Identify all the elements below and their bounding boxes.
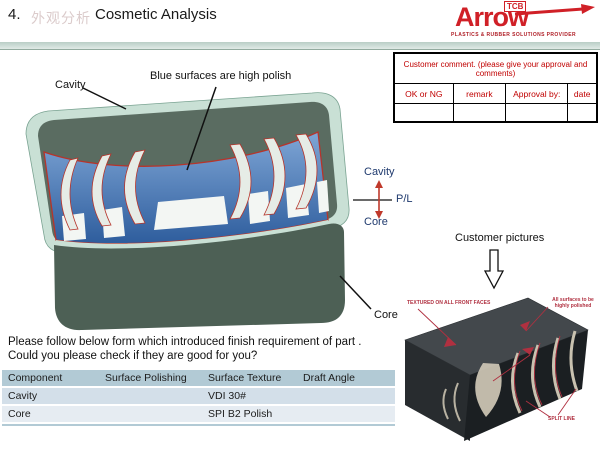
finish-table-row-core: Core SPI B2 Polish xyxy=(2,406,395,422)
title-separator-band xyxy=(0,42,600,50)
label-blue-surfaces: Blue surfaces are high polish xyxy=(150,70,292,82)
label-core-right: Core xyxy=(364,216,388,228)
finish-col-surface-polishing: Surface Polishing xyxy=(99,370,202,386)
comment-table-header: Customer comment. (please give your appr… xyxy=(393,52,598,84)
logo-tagline: PLASTICS & RUBBER SOLUTIONS PROVIDER xyxy=(451,32,576,38)
comment-cell-empty xyxy=(505,103,569,123)
note-line-2: Could you please check if they are good … xyxy=(8,350,258,362)
customer-comment-table: Customer comment. (please give your appr… xyxy=(393,52,598,123)
title-number: 4. xyxy=(8,6,21,23)
cavity-core-arrow-icon xyxy=(375,180,383,219)
cell-surface-polishing xyxy=(99,388,202,404)
comment-cell-empty xyxy=(567,103,598,123)
comment-col-date: date xyxy=(567,83,598,104)
label-core-bottom: Core xyxy=(374,309,398,321)
title-chinese-faint: 外观分析 xyxy=(31,10,91,26)
finish-col-surface-texture: Surface Texture xyxy=(202,370,297,386)
customer-picture-graphic xyxy=(404,297,589,441)
finish-table-bottom-strip xyxy=(2,424,395,426)
logo-tcb-badge: TCB xyxy=(504,1,527,12)
cell-component: Core xyxy=(2,406,99,422)
cell-surface-texture: SPI B2 Polish xyxy=(202,406,297,422)
finish-requirement-table: Component Surface Polishing Surface Text… xyxy=(2,370,395,426)
annotation-polished: All surfaces to be highly polished xyxy=(552,297,594,309)
finish-col-draft-angle: Draft Angle xyxy=(297,370,395,386)
cell-draft-angle xyxy=(297,388,395,404)
comment-cell-empty xyxy=(452,103,507,123)
annotation-split-line: SPLIT LINE xyxy=(548,416,575,422)
down-arrow-icon xyxy=(483,249,505,290)
page-title: Cosmetic Analysis xyxy=(95,6,217,23)
cell-surface-polishing xyxy=(99,406,202,422)
label-customer-pictures: Customer pictures xyxy=(455,232,545,244)
cad-model-graphic xyxy=(25,92,350,331)
finish-table-row-cavity: Cavity VDI 30# xyxy=(2,388,395,404)
logo-arrow-shaft-icon xyxy=(514,4,595,16)
annotation-textured: TEXTURED ON ALL FRONT FACES xyxy=(407,300,491,306)
finish-table-header-row: Component Surface Polishing Surface Text… xyxy=(2,370,395,386)
cell-surface-texture: VDI 30# xyxy=(202,388,297,404)
cell-draft-angle xyxy=(297,406,395,422)
logo-arrow-wordmark: Arrow xyxy=(455,2,529,32)
comment-col-remark: remark xyxy=(452,83,507,104)
comment-cell-empty xyxy=(393,103,454,123)
finish-col-component: Component xyxy=(2,370,99,386)
cell-component: Cavity xyxy=(2,388,99,404)
label-cavity-top: Cavity xyxy=(55,79,86,91)
label-parting-line: P/L xyxy=(396,193,413,205)
comment-col-ok-ng: OK or NG xyxy=(393,83,454,104)
note-line-1: Please follow below form which introduce… xyxy=(8,336,362,348)
label-cavity-right: Cavity xyxy=(364,166,395,178)
comment-col-approval: Approval by: xyxy=(505,83,569,104)
